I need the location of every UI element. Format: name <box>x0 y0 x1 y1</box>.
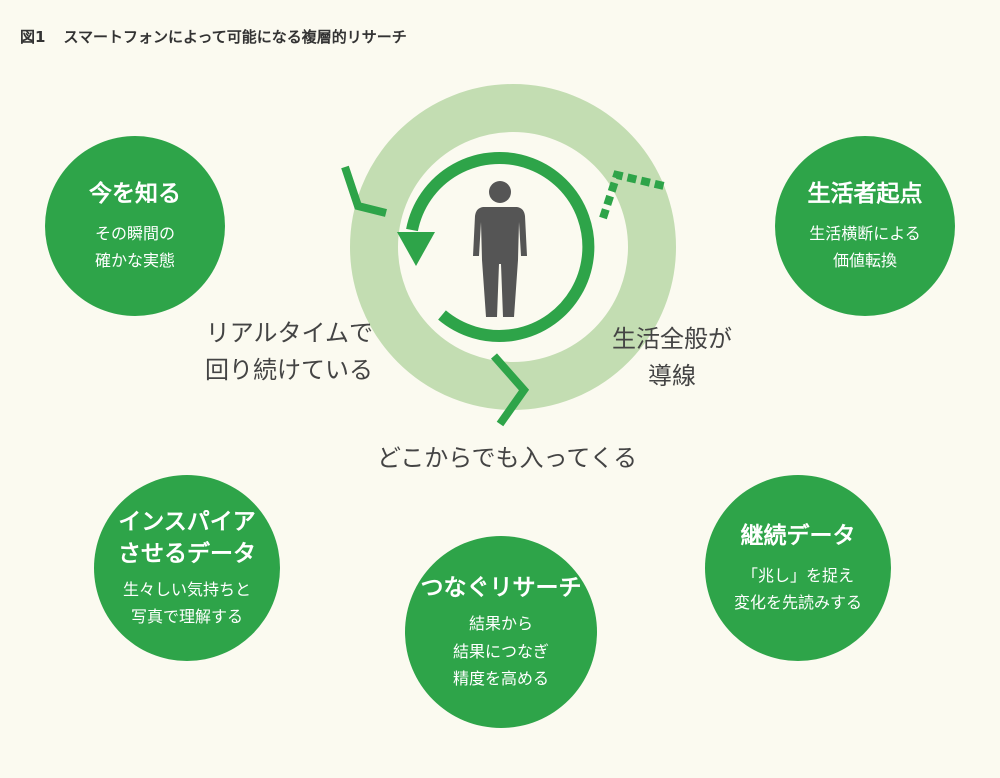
circle-consumer-title: 生活者起点 <box>807 180 923 207</box>
circle-connect-title: つなぐリサーチ <box>420 575 582 602</box>
circle-connect-description: 結果から 結果につなぎ 精度を高める <box>452 614 549 688</box>
circle-continuous-description: 「兆し」を捉え 変化を先読みする <box>733 565 862 613</box>
circle-now-title: 今を知る <box>89 180 181 207</box>
right-center-label: 生活全般が 導線 <box>612 325 732 391</box>
circle-inspire: インスパイア させるデータ 生々しい気持ちと 写真で理解する <box>94 475 280 661</box>
figure-title-text: スマートフォンによって可能になる複層的リサーチ <box>63 28 407 46</box>
entry-chevron-bottom-icon <box>491 353 530 427</box>
circle-inspire-title: インスパイア させるデータ <box>118 508 256 567</box>
circular-arrow-icon <box>397 151 595 342</box>
outer-ring <box>350 84 676 410</box>
circle-inspire-description: 生々しい気持ちと 写真で理解する <box>122 580 251 627</box>
circle-consumer: 生活者起点 生活横断による 価値転換 <box>775 136 955 316</box>
entry-chevron-left-icon <box>341 165 387 217</box>
circle-now: 今を知る その瞬間の 確かな実態 <box>45 136 225 316</box>
circle-consumer-description: 生活横断による 価値転換 <box>809 223 921 271</box>
left-center-label: リアルタイムで 回り続けている <box>205 319 373 385</box>
figure-number: 図1 <box>20 28 46 46</box>
bottom-center-label: どこからでも入ってくる <box>377 444 638 472</box>
circle-continuous-title: 継続データ <box>740 522 856 549</box>
person-silhouette-icon <box>473 181 527 317</box>
circle-now-description: その瞬間の 確かな実態 <box>94 223 175 271</box>
entry-chevron-dashed-icon <box>599 170 665 220</box>
figure-title: 図1 スマートフォンによって可能になる複層的リサーチ <box>20 26 407 47</box>
circle-connect: つなぐリサーチ 結果から 結果につなぎ 精度を高める <box>405 536 597 728</box>
circle-continuous: 継続データ 「兆し」を捉え 変化を先読みする <box>705 475 891 661</box>
